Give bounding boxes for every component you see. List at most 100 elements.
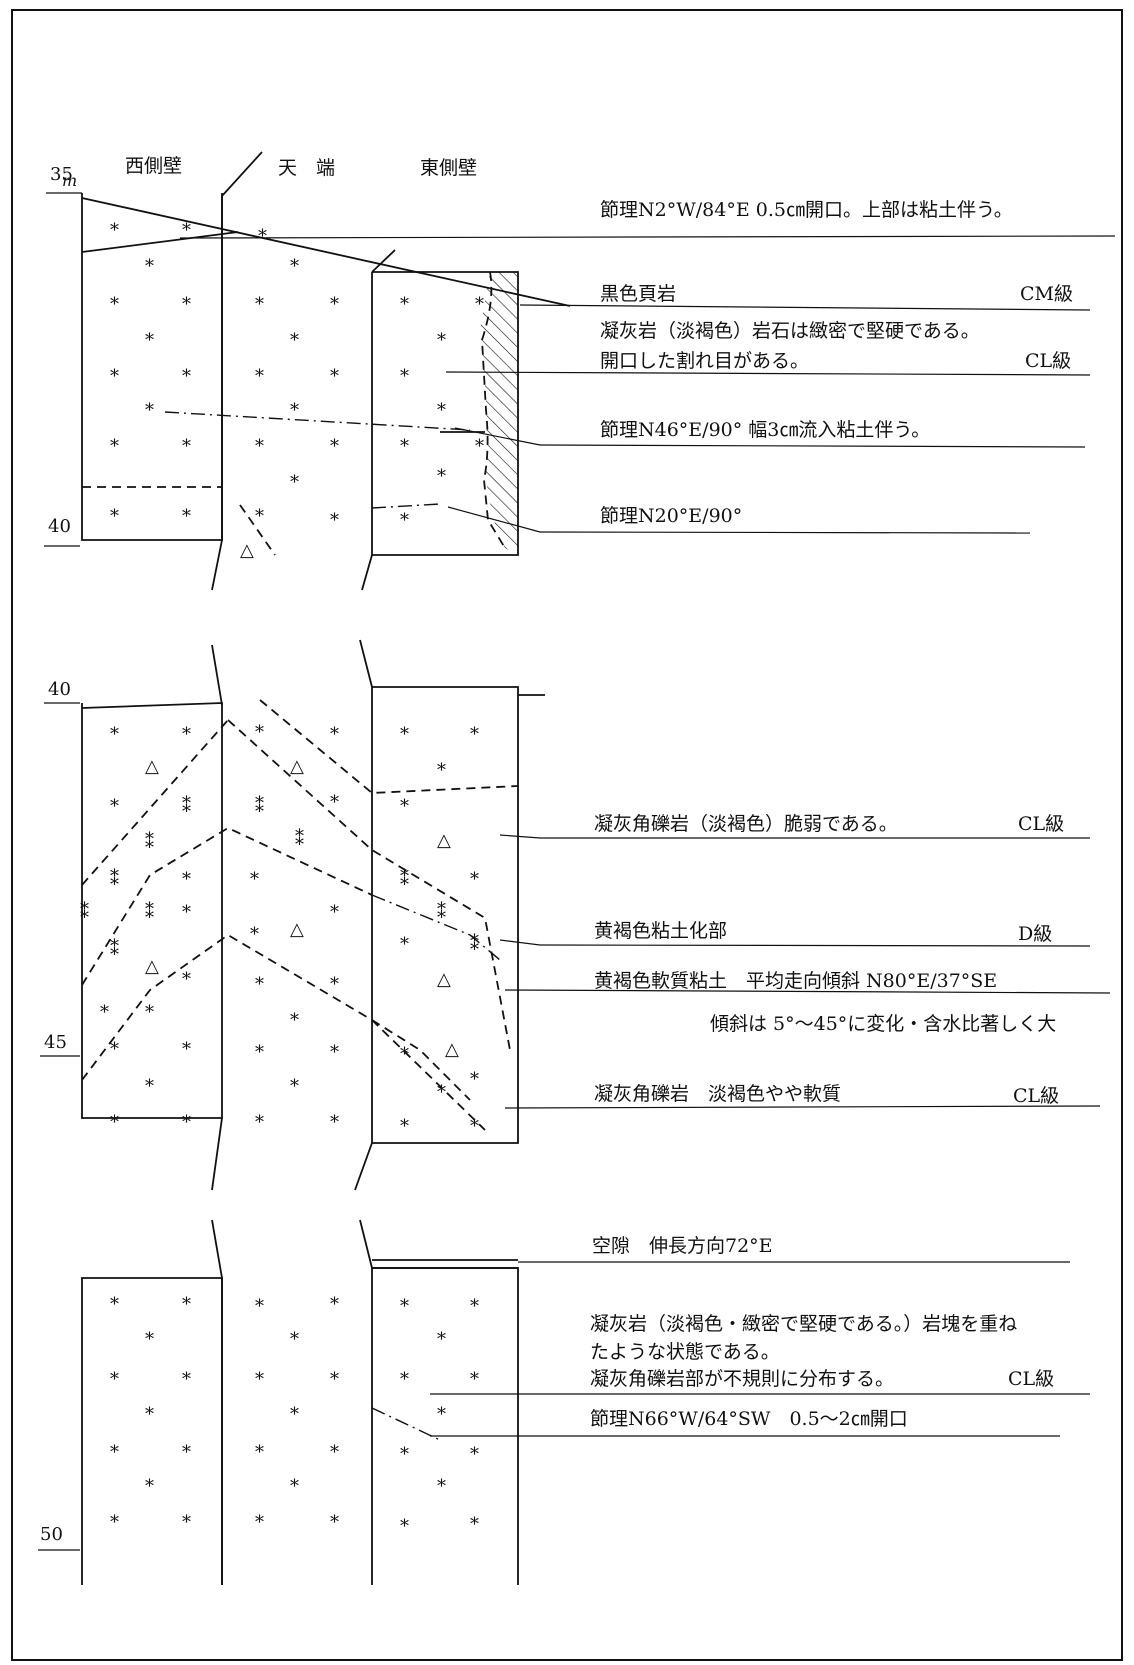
svg-text:⁑: ⁑ (437, 900, 446, 923)
svg-text:*: * (470, 724, 479, 745)
svg-text:35: 35 (50, 164, 73, 185)
svg-text:*: * (145, 330, 154, 351)
svg-text:*: * (400, 1444, 409, 1465)
svg-text:*: * (145, 1002, 154, 1023)
svg-text:*: * (255, 506, 264, 527)
svg-text:*: * (182, 436, 191, 457)
joint-N2W (81, 197, 571, 307)
svg-text:45: 45 (44, 1032, 67, 1053)
depth-marker-45: 45 (40, 1032, 80, 1057)
svg-text:*: * (290, 1010, 299, 1031)
svg-text:*: * (182, 1039, 191, 1060)
annotation-breccia-2: 凝灰角礫岩 淡褐色やや軟質 (594, 1083, 841, 1105)
svg-text:*: * (100, 1002, 109, 1023)
svg-text:*: * (145, 1476, 154, 1497)
annotation-joint-N46E: 節理N46°E/90° 幅3㎝流入粘土伴う。 (600, 419, 930, 441)
svg-text:*: * (110, 1039, 119, 1060)
svg-text:*: * (290, 330, 299, 351)
svg-text:*: * (110, 436, 119, 457)
svg-text:*: * (400, 724, 409, 745)
tuff-symbols-3: ****** *** ****** *** ****** *** ****** (110, 1294, 479, 1537)
svg-text:*: * (437, 1476, 446, 1497)
svg-text:*: * (250, 924, 259, 945)
annotation-tuff-3b: たような状態である。 (590, 1341, 780, 1363)
annotation-void: 空隙 伸長方向72°E (592, 1235, 773, 1257)
svg-text:*: * (437, 400, 446, 421)
svg-text:*: * (470, 869, 479, 890)
annotation-joint-N66W: 節理N66°W/64°SW 0.5～2㎝開口 (590, 1408, 908, 1430)
header-east-wall: 東側壁 (420, 157, 477, 179)
svg-text:*: * (110, 1442, 119, 1463)
svg-text:*: * (182, 1512, 191, 1533)
svg-text:*: * (110, 724, 119, 745)
svg-text:*: * (290, 256, 299, 277)
svg-text:*: * (475, 436, 484, 457)
svg-text:△: △ (437, 830, 451, 851)
svg-text:*: * (400, 934, 409, 955)
section-35-40: *** ** ****** *** ***** *** ****** ** **… (81, 151, 1116, 591)
annotation-breccia-1: 凝灰角礫岩（淡褐色）脆弱である。 (594, 813, 898, 835)
svg-text:*: * (182, 869, 191, 890)
svg-text:*: * (255, 1112, 264, 1133)
svg-text:*: * (145, 1076, 154, 1097)
east-wall-outline-3 (371, 1267, 519, 1585)
svg-text:*: * (145, 400, 154, 421)
annotation-joint-N20E: 節理N20°E/90° (600, 505, 742, 527)
depth-marker-40-b: 40 (44, 679, 80, 704)
svg-text:*: * (290, 472, 299, 493)
header-west-wall: 西側壁 (125, 155, 182, 177)
svg-text:*: * (110, 506, 119, 527)
grade-tuff: CL級 (1025, 350, 1071, 372)
annotation-tuff-3a: 凝灰岩（淡褐色・緻密で堅硬である。）岩塊を重ね (590, 1313, 1017, 1335)
top-outline-1 (221, 151, 263, 197)
depth-unit: m (62, 171, 77, 190)
svg-text:*: * (400, 1516, 409, 1537)
svg-text:*: * (110, 1512, 119, 1533)
annotation-soft-clay: 黄褐色軟質粘土 平均走向傾斜 N80°E/37°SE (594, 970, 997, 992)
svg-text:*: * (470, 1369, 479, 1390)
svg-text:*: * (182, 969, 191, 990)
svg-text:*: * (400, 436, 409, 457)
svg-text:*: * (400, 1369, 409, 1390)
svg-text:*: * (330, 1369, 339, 1390)
svg-text:*: * (470, 1069, 479, 1090)
svg-text:*: * (255, 1442, 264, 1463)
svg-text:△: △ (290, 756, 304, 777)
svg-text:⁑: ⁑ (110, 867, 119, 890)
svg-text:△: △ (240, 540, 254, 561)
svg-text:*: * (437, 760, 446, 781)
svg-text:*: * (290, 1329, 299, 1350)
black-shale-seam (480, 272, 518, 555)
svg-text:*: * (290, 1076, 299, 1097)
svg-text:*: * (290, 400, 299, 421)
svg-text:*: * (437, 1329, 446, 1350)
svg-text:*: * (255, 1296, 264, 1317)
svg-text:*: * (182, 506, 191, 527)
svg-text:*: * (330, 1442, 339, 1463)
svg-text:*: * (145, 1404, 154, 1425)
svg-text:*: * (330, 294, 339, 315)
svg-text:*: * (330, 1112, 339, 1133)
west-wall-outline-1 (81, 193, 223, 541)
svg-text:*: * (437, 330, 446, 351)
svg-text:△: △ (437, 969, 451, 990)
svg-text:*: * (110, 366, 119, 387)
svg-text:*: * (290, 1476, 299, 1497)
svg-text:*: * (182, 1369, 191, 1390)
svg-text:*: * (110, 1369, 119, 1390)
svg-text:*: * (330, 1512, 339, 1533)
svg-text:⁑: ⁑ (110, 937, 119, 960)
svg-text:*: * (145, 1329, 154, 1350)
svg-text:*: * (110, 220, 119, 241)
svg-text:*: * (400, 510, 409, 531)
svg-text:*: * (182, 294, 191, 315)
svg-text:*: * (110, 294, 119, 315)
svg-text:40: 40 (48, 516, 71, 537)
svg-text:*: * (255, 294, 264, 315)
section-45-50: ****** *** ****** *** ****** *** ****** (81, 1219, 1090, 1585)
svg-text:*: * (470, 1514, 479, 1535)
svg-text:*: * (475, 294, 484, 315)
svg-text:*: * (470, 1116, 479, 1137)
annotation-black-shale: 黒色頁岩 (600, 283, 676, 305)
